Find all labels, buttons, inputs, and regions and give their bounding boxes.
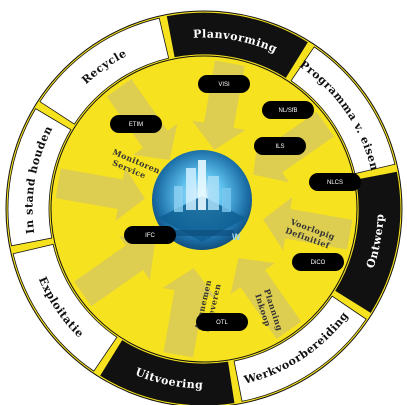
flow-arrow bbox=[263, 197, 353, 251]
segment-in-stand-houden bbox=[7, 108, 72, 247]
pill-visi-label: VISI bbox=[218, 82, 230, 88]
flow-arrow bbox=[55, 167, 145, 221]
flow-arrow bbox=[74, 235, 155, 307]
flow-arrow bbox=[162, 268, 216, 358]
pill-otl-label: OTL bbox=[216, 320, 228, 326]
segment-ontwerp bbox=[335, 171, 401, 313]
segment-recycle bbox=[39, 17, 170, 125]
pill-ils[interactable]: ILS bbox=[254, 137, 306, 155]
segment-exploitatie bbox=[12, 243, 118, 372]
segment-planvorming bbox=[166, 12, 308, 78]
pill-otl[interactable]: OTL bbox=[196, 313, 248, 331]
pill-etim[interactable]: ETIM bbox=[110, 115, 162, 133]
pill-dico-label: DiCO bbox=[311, 260, 326, 266]
pill-nlcs[interactable]: NLCS bbox=[309, 173, 361, 191]
segment-uitvoering bbox=[100, 340, 235, 405]
pill-etim-label: ETIM bbox=[129, 122, 143, 128]
segment-programma-v-eisen bbox=[290, 46, 396, 175]
segment-werkvoorbereiding bbox=[233, 295, 367, 402]
center-mark: W bbox=[232, 232, 241, 242]
flow-arrow bbox=[230, 258, 302, 339]
pill-ifc[interactable]: IFC bbox=[124, 226, 176, 244]
pill-ifc-label: IFC bbox=[145, 233, 155, 239]
pill-ils-label: ILS bbox=[275, 144, 284, 150]
pill-visi[interactable]: VISI bbox=[198, 75, 250, 93]
pill-nlcs-label: NLCS bbox=[327, 180, 343, 186]
pill-dico[interactable]: DiCO bbox=[292, 253, 344, 271]
center-city-graphic: W bbox=[152, 150, 252, 250]
pill-nlsfb-label: NL/SfB bbox=[278, 108, 297, 114]
pill-nlsfb[interactable]: NL/SfB bbox=[262, 101, 314, 119]
